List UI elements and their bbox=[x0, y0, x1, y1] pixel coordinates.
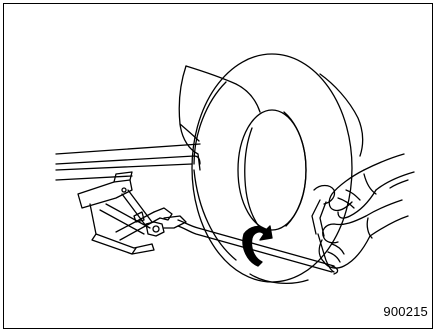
figure-code: 900215 bbox=[383, 304, 428, 319]
lower-hand bbox=[319, 200, 408, 268]
jack-operation-illustration bbox=[4, 4, 433, 329]
scissor-jack bbox=[78, 172, 186, 254]
curved-arrow-icon bbox=[243, 226, 272, 266]
upper-hand bbox=[329, 154, 414, 218]
vehicle-body bbox=[56, 66, 363, 180]
figure-frame: 900215 bbox=[3, 3, 433, 329]
